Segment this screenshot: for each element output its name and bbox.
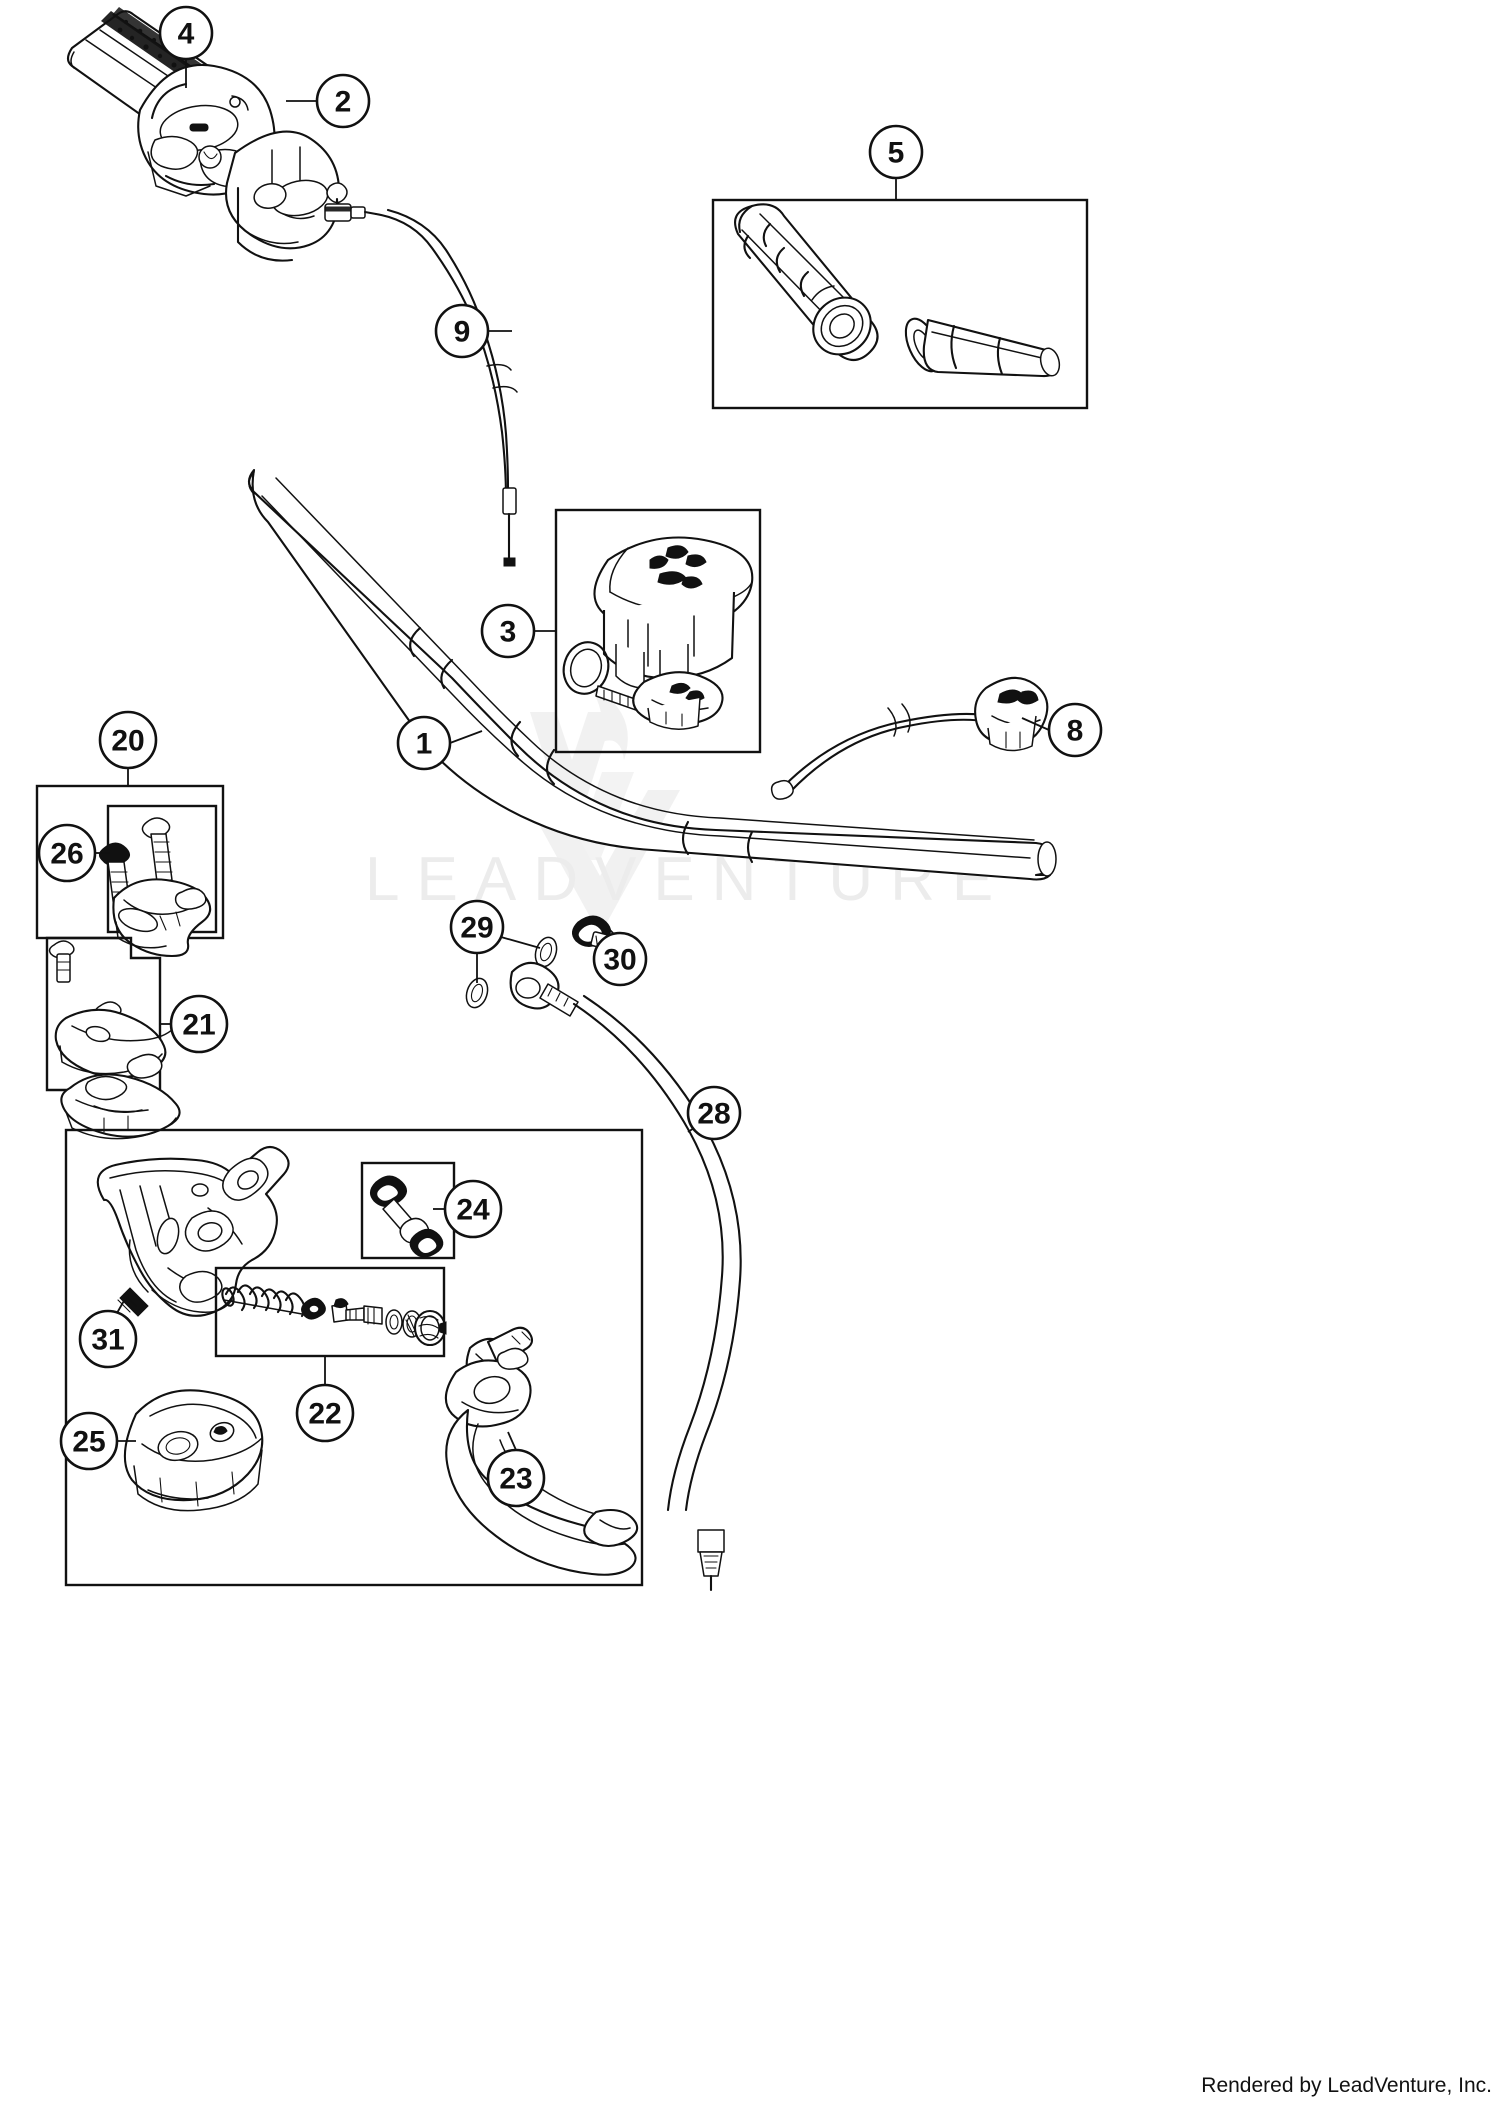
callout-9[interactable]: 9 bbox=[434, 303, 512, 359]
callout-28[interactable]: 28 bbox=[686, 1085, 742, 1141]
callout-3-label: 3 bbox=[500, 616, 517, 649]
callout-31[interactable]: 31 bbox=[78, 1291, 138, 1369]
part-handlebar-grip-rubber bbox=[734, 203, 879, 362]
part-master-cylinder-body bbox=[96, 1145, 290, 1317]
callout-25-bubble[interactable] bbox=[59, 1411, 119, 1471]
part-repair-kit-boot bbox=[413, 1309, 447, 1347]
callout-30-bubble[interactable] bbox=[592, 931, 648, 987]
part-clamp-bracket bbox=[632, 671, 724, 730]
callout-4[interactable]: 4 bbox=[158, 5, 214, 88]
part-handlebar-grip-tube bbox=[904, 317, 1061, 378]
part-hydraulic-line bbox=[509, 961, 742, 1592]
callout-29-bubble[interactable] bbox=[449, 899, 505, 955]
callout-1-bubble[interactable] bbox=[396, 715, 452, 771]
callout-8-leader bbox=[1021, 717, 1050, 731]
part-throttle-cable bbox=[324, 182, 518, 567]
callout-20-label: 20 bbox=[111, 725, 144, 758]
callout-21-bubble[interactable] bbox=[169, 994, 229, 1054]
callout-22-label: 22 bbox=[308, 1398, 341, 1431]
part-repair-kit-piston bbox=[331, 1298, 383, 1325]
callout-31-label: 31 bbox=[91, 1324, 124, 1357]
callout-3[interactable]: 3 bbox=[480, 603, 557, 659]
callout-1-leader bbox=[449, 730, 483, 744]
callout-21[interactable]: 21 bbox=[159, 994, 229, 1054]
callout-29[interactable]: 29 bbox=[449, 899, 541, 983]
callout-30-label: 30 bbox=[603, 944, 636, 977]
frame-master-cylinder bbox=[64, 1128, 644, 1587]
callout-24-bubble[interactable] bbox=[443, 1179, 503, 1239]
callout-2[interactable]: 2 bbox=[286, 73, 371, 129]
callout-26-label: 26 bbox=[50, 838, 83, 871]
callout-5-label: 5 bbox=[888, 137, 905, 170]
callout-28-label: 28 bbox=[697, 1098, 730, 1131]
callout-30[interactable]: 30 bbox=[592, 919, 648, 987]
callout-23-leader bbox=[507, 1431, 517, 1451]
part-clamp-upper bbox=[54, 1008, 175, 1079]
part-clamp-lower bbox=[60, 1073, 181, 1140]
callout-9-bubble[interactable] bbox=[434, 303, 490, 359]
frame-grip-set bbox=[711, 198, 1089, 410]
callout-2-bubble[interactable] bbox=[315, 73, 371, 129]
callout-5[interactable]: 5 bbox=[868, 124, 924, 201]
part-pivot-screw bbox=[370, 1175, 444, 1258]
callout-3-bubble[interactable] bbox=[480, 603, 536, 659]
callout-8[interactable]: 8 bbox=[1021, 702, 1103, 758]
part-stop-switch-wire bbox=[770, 676, 1049, 800]
part-throttle-housing-cover bbox=[225, 130, 341, 262]
callout-23-bubble[interactable] bbox=[486, 1448, 546, 1508]
part-clamp-kit-screw-top bbox=[48, 940, 75, 983]
callout-24-label: 24 bbox=[456, 1194, 490, 1227]
frame-repair-kit bbox=[214, 1266, 446, 1358]
callout-21-label: 21 bbox=[182, 1009, 215, 1042]
callout-8-label: 8 bbox=[1067, 715, 1084, 748]
part-repair-kit-spring bbox=[221, 1284, 306, 1318]
callout-8-bubble[interactable] bbox=[1047, 702, 1103, 758]
callout-9-label: 9 bbox=[454, 316, 471, 349]
callout-30-leader bbox=[599, 919, 615, 935]
callout-25[interactable]: 25 bbox=[59, 1411, 136, 1471]
callout-5-bubble[interactable] bbox=[868, 124, 924, 180]
callout-22-bubble[interactable] bbox=[295, 1383, 355, 1443]
part-sealing-ring-a bbox=[465, 977, 489, 1009]
callout-23[interactable]: 23 bbox=[486, 1431, 546, 1508]
callout-25-label: 25 bbox=[72, 1426, 105, 1459]
part-master-cylinder-cover bbox=[123, 1389, 264, 1512]
callout-1-label: 1 bbox=[416, 728, 433, 761]
callout-29-label: 29 bbox=[460, 912, 493, 945]
callout-20-bubble[interactable] bbox=[98, 710, 158, 770]
callout-4-bubble[interactable] bbox=[158, 5, 214, 61]
callout-29-leader-b bbox=[500, 936, 541, 949]
frame-clamp-kit bbox=[45, 936, 162, 1092]
part-handlebar bbox=[247, 468, 1057, 881]
callout-31-leader bbox=[116, 1291, 130, 1314]
callout-26[interactable]: 26 bbox=[37, 823, 110, 883]
callout-2-label: 2 bbox=[335, 86, 352, 119]
callout-1[interactable]: 1 bbox=[396, 715, 483, 771]
callout-23-label: 23 bbox=[499, 1463, 532, 1496]
callout-4-label: 4 bbox=[178, 18, 195, 51]
callout-28-bubble[interactable] bbox=[686, 1085, 742, 1141]
callout-20[interactable]: 20 bbox=[98, 710, 158, 787]
render-credit: Rendered by LeadVenture, Inc. bbox=[1201, 2074, 1492, 2097]
callout-24[interactable]: 24 bbox=[433, 1179, 503, 1239]
part-repair-kit-washer bbox=[301, 1297, 326, 1320]
callout-31-bubble[interactable] bbox=[78, 1309, 138, 1369]
callout-26-bubble[interactable] bbox=[37, 823, 97, 883]
callout-22[interactable]: 22 bbox=[295, 1357, 355, 1443]
